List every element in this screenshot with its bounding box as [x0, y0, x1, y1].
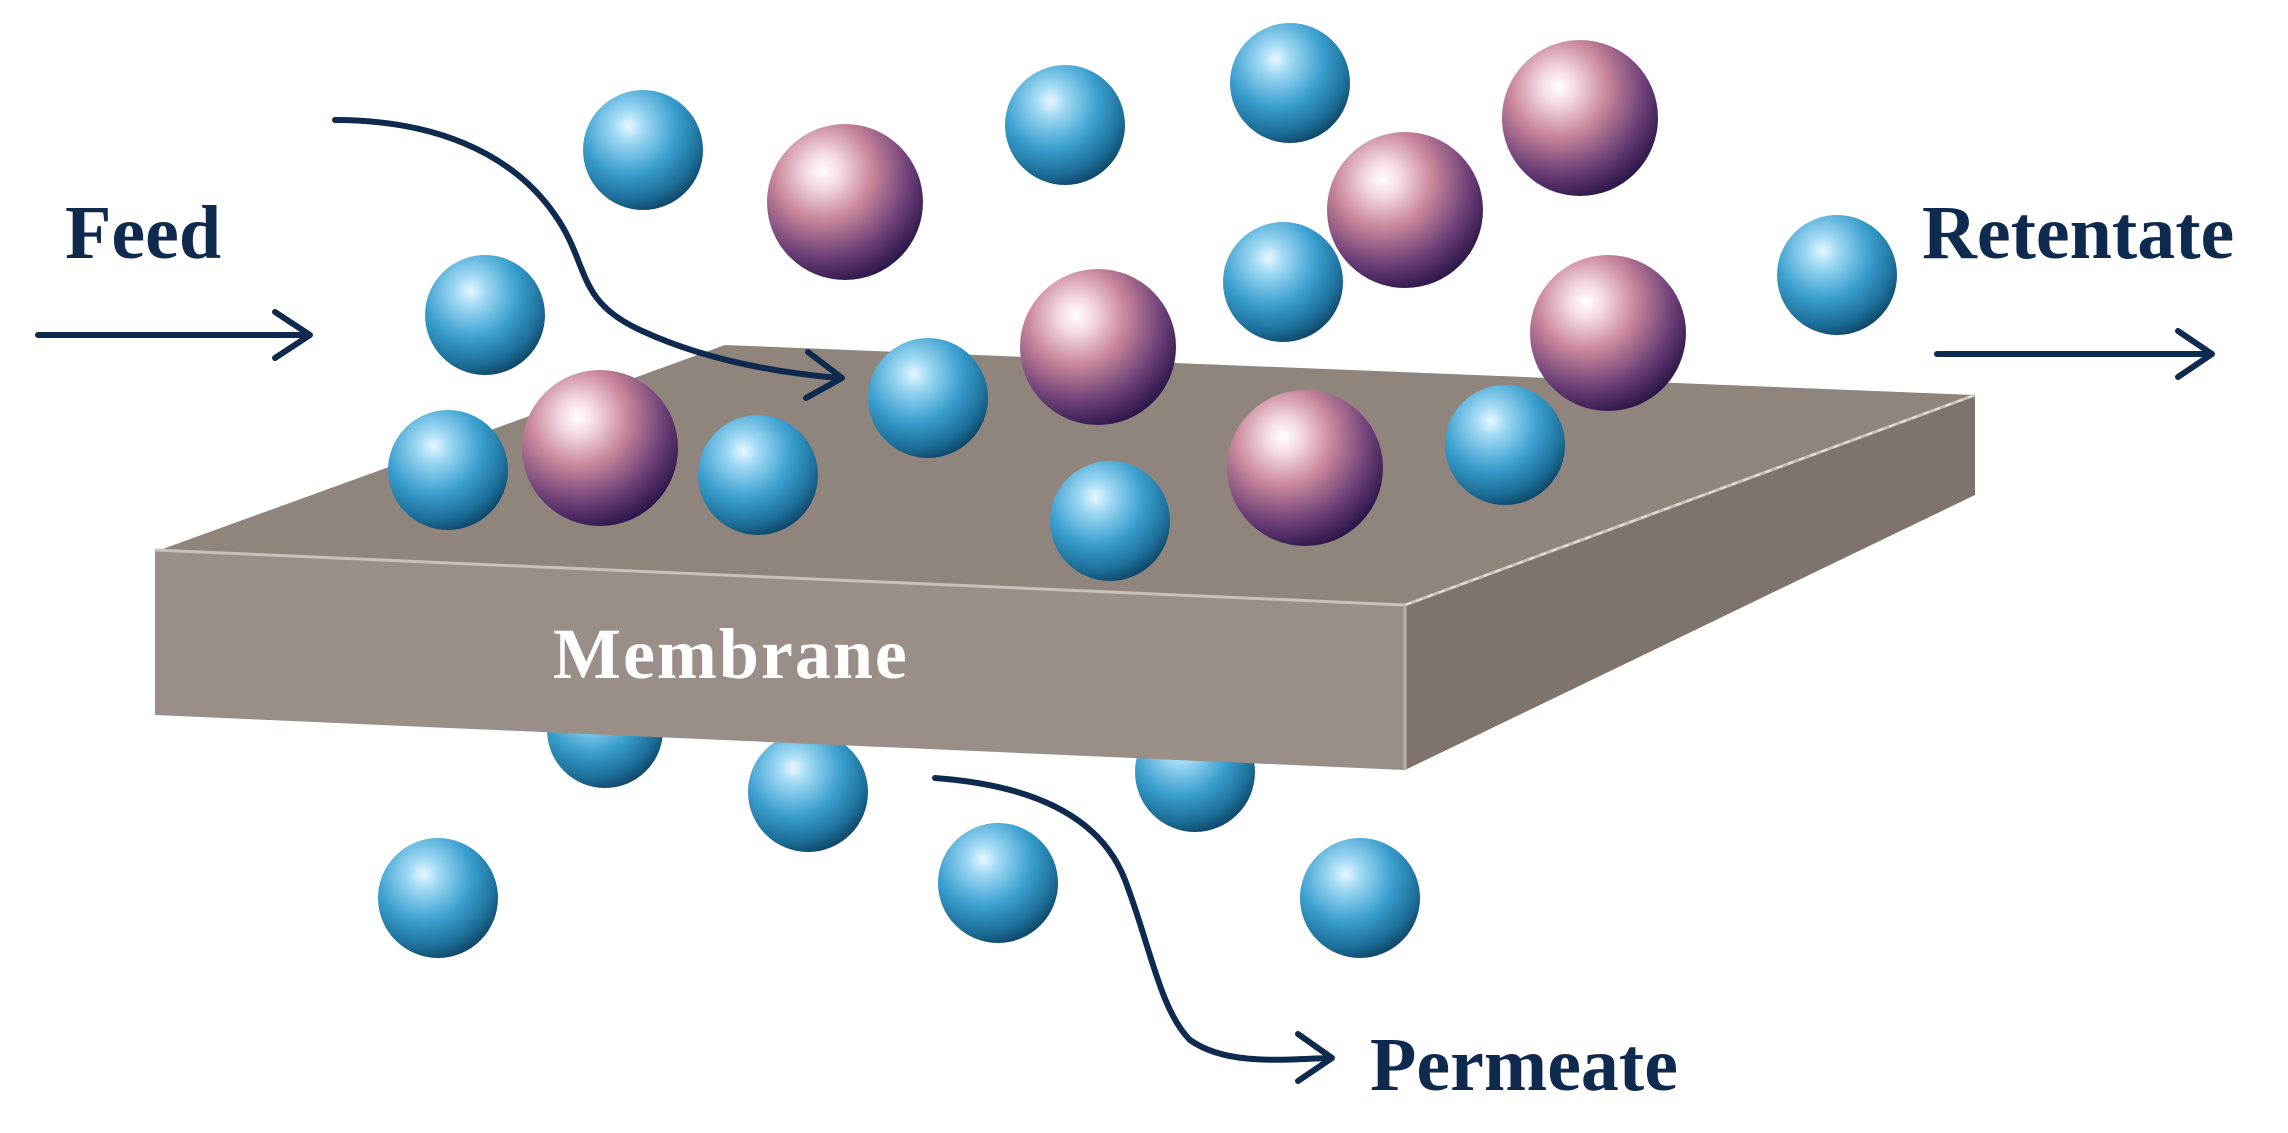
feed-label: Feed	[65, 191, 221, 275]
permeate-curved-arrow	[932, 775, 1335, 1084]
large-particle	[767, 124, 923, 280]
small-particle	[1005, 65, 1125, 185]
small-particle	[868, 338, 988, 458]
membrane-right-face	[1405, 395, 1975, 770]
permeate-label: Permeate	[1370, 1023, 1678, 1107]
small-particle	[425, 255, 545, 375]
large-particle	[1020, 269, 1176, 425]
membrane-dashed-edge	[1404, 394, 1976, 606]
small-particle	[748, 732, 868, 852]
particles-below-membrane	[378, 672, 1420, 958]
large-particle	[1227, 390, 1383, 546]
small-particle	[378, 838, 498, 958]
small-particle	[698, 415, 818, 535]
retentate-label: Retentate	[1922, 191, 2234, 275]
large-particle	[1327, 132, 1483, 288]
membrane-label: Membrane	[553, 614, 909, 694]
small-particle	[1223, 222, 1343, 342]
small-particle	[1777, 215, 1897, 335]
large-particle	[1502, 40, 1658, 196]
small-particle	[1230, 23, 1350, 143]
large-particle	[522, 370, 678, 526]
small-particle	[938, 823, 1058, 943]
small-particle	[1050, 461, 1170, 581]
retentate-arrow	[1934, 328, 2215, 380]
membrane-front-face	[155, 550, 1405, 770]
particles-above-membrane	[388, 23, 1897, 581]
small-particle	[1300, 838, 1420, 958]
feed-curved-arrow	[332, 117, 845, 401]
small-particle	[1445, 385, 1565, 505]
small-particle	[388, 410, 508, 530]
large-particle	[1530, 255, 1686, 411]
feed-arrow	[35, 309, 313, 361]
small-particle	[583, 90, 703, 210]
